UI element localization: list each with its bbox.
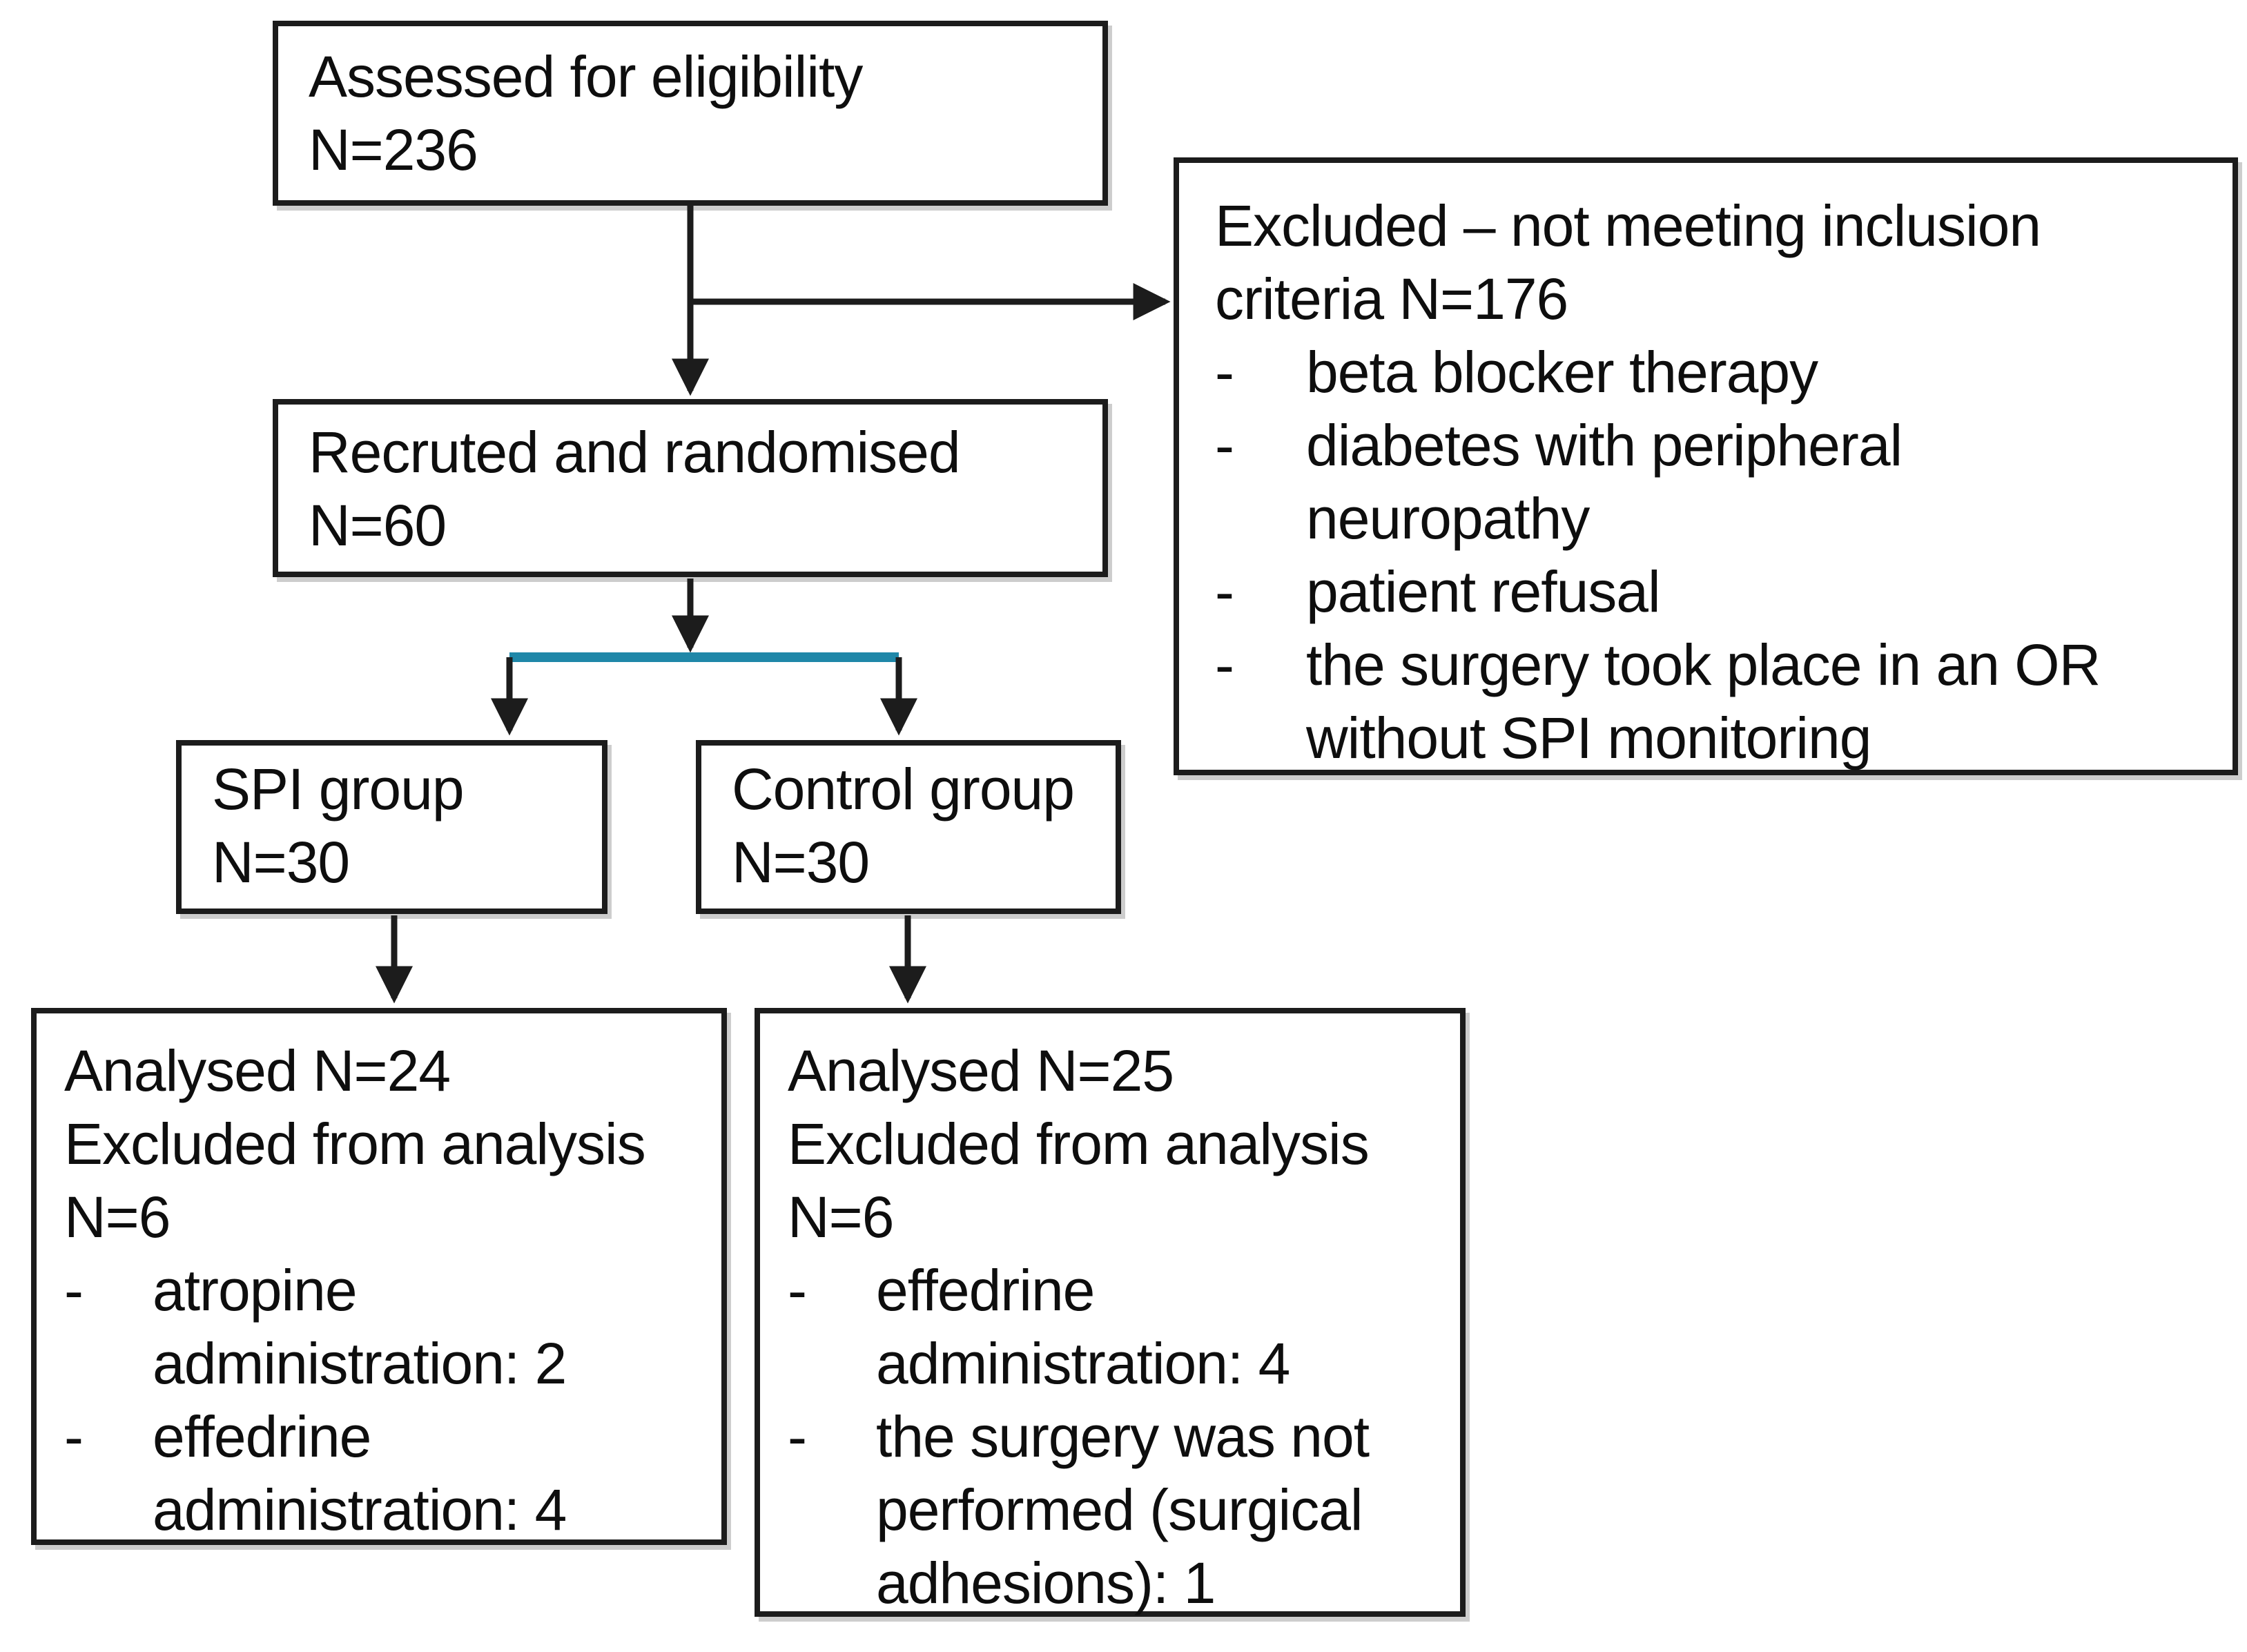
excluded-reasons-list: - beta blocker therapy - diabetes with peri…: [1215, 336, 2220, 775]
bullet-item: - diabetes with peripheral neuropathy: [1215, 409, 2220, 555]
bullet-text: the surgery was not performed (surgical …: [876, 1404, 1370, 1615]
bullet-item: - patient refusal: [1215, 555, 2220, 628]
bullet-item: - beta blocker therapy: [1215, 336, 2220, 409]
control-group-text: Control group N=30: [732, 757, 1075, 895]
bullet-marker: -: [64, 1404, 84, 1469]
bullet-marker: -: [1215, 632, 1234, 697]
control-analysed-exclusions-list: - effedrine administration: 4 - the surgery…: [788, 1254, 1448, 1620]
spi-group-text: SPI group N=30: [212, 757, 465, 895]
bullet-text: atropine administration: 2: [153, 1258, 567, 1396]
bullet-marker: -: [1215, 340, 1234, 405]
bullet-text: beta blocker therapy: [1306, 340, 1818, 405]
bullet-item: - the surgery was not performed (surgical…: [788, 1400, 1448, 1620]
excluded-intro-text: Excluded – not meeting inclusion criteri…: [1215, 193, 2041, 331]
assessed-eligibility-box: Assessed for eligibility N=236: [273, 21, 1108, 206]
excluded-box: Excluded – not meeting inclusion criteri…: [1174, 157, 2238, 775]
spi-analysed-box: Analysed N=24 Excluded from analysis N=6…: [31, 1008, 727, 1545]
bullet-item: - effedrine administration: 4: [64, 1400, 709, 1546]
bullet-marker: -: [64, 1258, 84, 1323]
control-group-box: Control group N=30: [696, 740, 1121, 914]
bullet-marker: -: [1215, 413, 1234, 478]
bullet-item: - atropine administration: 2: [64, 1254, 709, 1400]
recruited-randomised-text: Recruted and randomised N=60: [309, 420, 961, 558]
bullet-marker: -: [1215, 559, 1234, 624]
control-analysed-intro-text: Analysed N=25 Excluded from analysis N=6: [788, 1038, 1370, 1250]
spi-group-box: SPI group N=30: [176, 740, 607, 914]
bullet-marker: -: [788, 1258, 807, 1323]
spi-analysed-intro-text: Analysed N=24 Excluded from analysis N=6: [64, 1038, 646, 1250]
bullet-item: - the surgery took place in an OR without…: [1215, 628, 2220, 775]
bullet-item: - effedrine administration: 4: [788, 1254, 1448, 1400]
bullet-text: the surgery took place in an OR without …: [1306, 632, 2101, 770]
assessed-eligibility-text: Assessed for eligibility N=236: [309, 44, 863, 182]
recruited-randomised-box: Recruted and randomised N=60: [273, 399, 1108, 577]
bullet-text: effedrine administration: 4: [153, 1404, 567, 1542]
bullet-marker: -: [788, 1404, 807, 1469]
bullet-text: diabetes with peripheral neuropathy: [1306, 413, 1903, 551]
bullet-text: effedrine administration: 4: [876, 1258, 1290, 1396]
control-analysed-box: Analysed N=25 Excluded from analysis N=6…: [755, 1008, 1466, 1617]
spi-analysed-exclusions-list: - atropine administration: 2 - effedrine ad…: [64, 1254, 709, 1546]
bullet-text: patient refusal: [1306, 559, 1661, 624]
